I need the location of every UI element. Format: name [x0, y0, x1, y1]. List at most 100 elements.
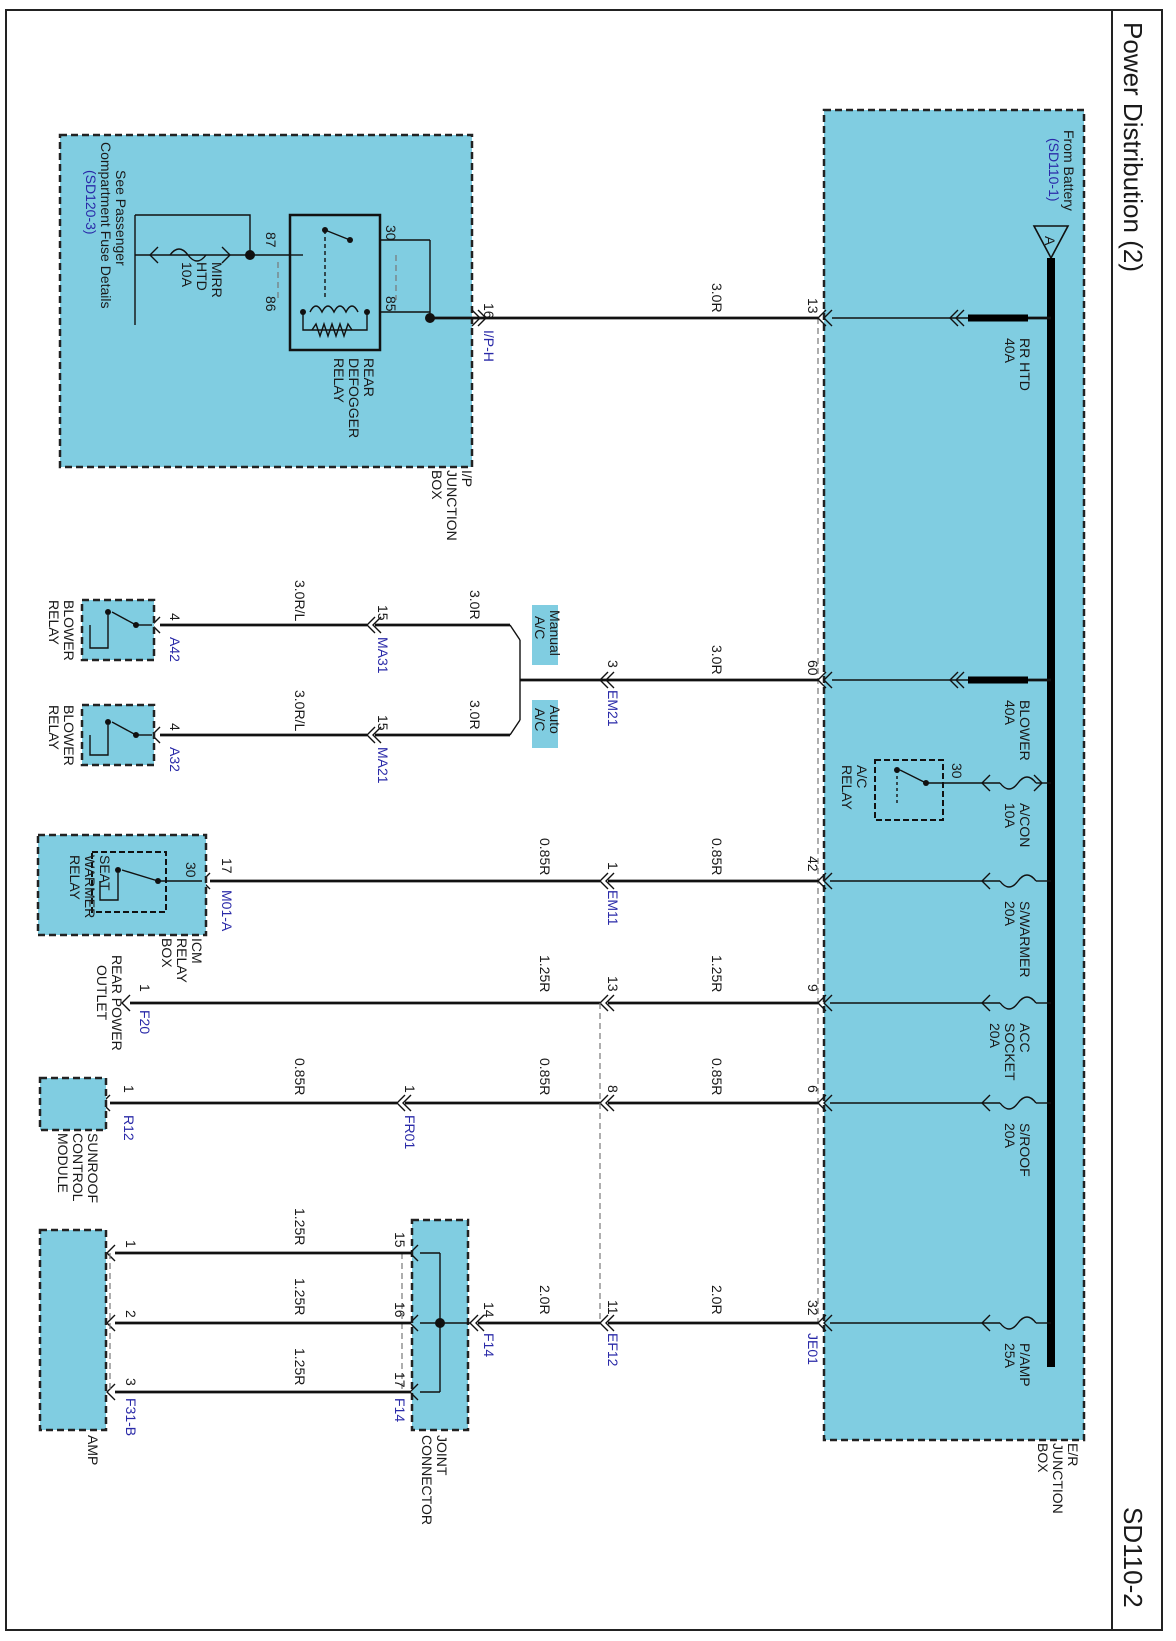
- svg-text:Auto: Auto: [547, 705, 563, 734]
- wire-label-w4b: 1.25R: [537, 955, 553, 992]
- ip-junction-box: [58, 133, 474, 469]
- svg-text:20A: 20A: [987, 1023, 1003, 1049]
- svg-text:RELAY: RELAY: [331, 358, 347, 404]
- f20-pin: 1: [137, 984, 153, 992]
- er-pin-9: 9: [805, 984, 821, 992]
- svg-text:RELAY: RELAY: [839, 765, 855, 811]
- blower-relay-2-switch-icon: [89, 719, 152, 756]
- blower-relay-2-label: BLOWER RELAY: [46, 705, 77, 766]
- ip-see-ref-link[interactable]: (SD120-3): [83, 170, 99, 235]
- blower-relay-1-label: BLOWER RELAY: [46, 600, 77, 661]
- ac-relay-icon: [874, 759, 944, 821]
- er-junction-box: [822, 108, 1086, 1442]
- svg-text:RR HTD: RR HTD: [1017, 338, 1033, 391]
- jc-pin-16: 16: [392, 1302, 408, 1318]
- auto-ac-label: Auto A/C: [532, 705, 563, 734]
- svg-text:30: 30: [383, 225, 399, 241]
- svg-text:CONNECTOR: CONNECTOR: [419, 1435, 435, 1525]
- svg-text:S/WARMER: S/WARMER: [1017, 901, 1033, 977]
- svg-text:S/ROOF: S/ROOF: [1017, 1123, 1033, 1177]
- fuse-pamp-label: P/AMP 25A: [1002, 1343, 1033, 1387]
- ac-relay-pin: 30: [949, 763, 965, 779]
- svg-text:JOINT: JOINT: [434, 1435, 450, 1476]
- battery-arrow-icon: [1032, 225, 1070, 260]
- sheet-id: SD110-2: [1118, 1507, 1148, 1608]
- fuse-acon-icon: [945, 774, 1051, 792]
- svg-text:25A: 25A: [1002, 1343, 1018, 1369]
- amp-label: AMP: [85, 1435, 101, 1465]
- svg-text:RELAY: RELAY: [46, 705, 62, 751]
- svg-text:SEAT: SEAT: [97, 855, 113, 891]
- wire-label-w3a: 0.85R: [709, 838, 725, 875]
- seat-warmer-relay-icon: [91, 851, 167, 913]
- svg-text:See Passenger: See Passenger: [113, 170, 129, 266]
- wire-label-w7a: 1.25R: [292, 1208, 308, 1245]
- fuse-acc-socket-label: ACC SOCKET 20A: [987, 1023, 1033, 1081]
- wire-label-w6b: 2.0R: [537, 1285, 553, 1315]
- svg-text:DEFOGGER: DEFOGGER: [346, 358, 362, 438]
- blower-relay-1: [80, 598, 156, 662]
- svg-text:REAR POWER: REAR POWER: [109, 955, 125, 1051]
- svg-text:HTD: HTD: [194, 262, 210, 291]
- svg-text:From Battery: From Battery: [1061, 130, 1077, 211]
- fuse-rr-htd-label: RR HTD 40A: [1002, 338, 1033, 391]
- jc-pin-15: 15: [392, 1232, 408, 1248]
- fuse-pamp-icon: [830, 1314, 1051, 1332]
- connector-ma21: MA21: [375, 747, 391, 784]
- connector-f14-b: F14: [392, 1398, 408, 1422]
- svg-text:P/AMP: P/AMP: [1017, 1343, 1033, 1387]
- connector-em11: EM11: [605, 890, 621, 926]
- c8-pin: 8: [605, 1085, 621, 1093]
- svg-text:A/C: A/C: [532, 708, 548, 731]
- ma21-pin: 15: [375, 715, 391, 731]
- fuse-acc-socket-icon: [830, 994, 1051, 1012]
- er-pin-42: 42: [805, 856, 821, 872]
- svg-text:ACC: ACC: [1017, 1023, 1033, 1053]
- manual-ac-label: Manual A/C: [532, 610, 563, 656]
- connector-ef12: EF12: [605, 1333, 621, 1367]
- svg-text:BLOWER: BLOWER: [61, 600, 77, 661]
- from-battery-ref-link[interactable]: (SD110-1): [1046, 138, 1062, 202]
- wire-label-w6a: 2.0R: [709, 1285, 725, 1315]
- amp-module: [38, 1228, 108, 1432]
- connector-f14: F14: [481, 1333, 497, 1357]
- ip-see-details: See Passenger Compartment Fuse Details (…: [83, 142, 129, 309]
- connector-iph: I/P-H: [481, 330, 497, 362]
- ma31-pin: 15: [375, 605, 391, 621]
- svg-text:40A: 40A: [1002, 338, 1018, 364]
- svg-text:I/P: I/P: [459, 470, 475, 487]
- connector-fr01: FR01: [402, 1115, 418, 1149]
- fuse-blower-label: BLOWER 40A: [1002, 700, 1033, 761]
- fuse-acon-label: A/CON 10A: [1002, 803, 1033, 847]
- connector-a32: A32: [167, 747, 183, 772]
- wire-label-w2: 3.0R: [709, 645, 725, 675]
- connector-ma31: MA31: [375, 637, 391, 674]
- ac-relay-label: A/C RELAY: [839, 765, 870, 811]
- svg-text:SOCKET: SOCKET: [1002, 1023, 1018, 1081]
- ef12-pin: 11: [605, 1300, 621, 1315]
- joint-connector-label: JOINT CONNECTOR: [419, 1435, 450, 1525]
- jc-pin-17: 17: [392, 1372, 408, 1388]
- svg-text:REAR: REAR: [361, 358, 377, 397]
- fr01-pin: 1: [402, 1085, 418, 1093]
- em21-pin: 3: [605, 660, 621, 668]
- r12-pin: 1: [121, 1085, 137, 1093]
- er-pin-6: 6: [805, 1085, 821, 1093]
- a32-pin: 4: [167, 723, 183, 731]
- wire-label-w2b: 3.0R: [467, 590, 483, 620]
- svg-text:JUNCTION: JUNCTION: [1050, 1443, 1066, 1514]
- er-junction-box-label: E/R JUNCTION BOX: [1035, 1443, 1081, 1514]
- fuse-mirr-htd-label: MIRR HTD 10A: [179, 262, 225, 298]
- f14-pin: 14: [481, 1302, 497, 1318]
- svg-text:85: 85: [383, 296, 399, 312]
- svg-text:Manual: Manual: [547, 610, 563, 656]
- svg-text:A/C: A/C: [532, 616, 548, 639]
- svg-text:BLOWER: BLOWER: [1017, 700, 1033, 761]
- svg-text:BOX: BOX: [159, 938, 175, 968]
- rear-defogger-relay-label: REAR DEFOGGER RELAY: [331, 358, 377, 438]
- amp-pin-2: 2: [123, 1310, 139, 1318]
- m01a-pin: 17: [219, 858, 235, 874]
- fuse-swarmer-label: S/WARMER 20A: [1002, 901, 1033, 977]
